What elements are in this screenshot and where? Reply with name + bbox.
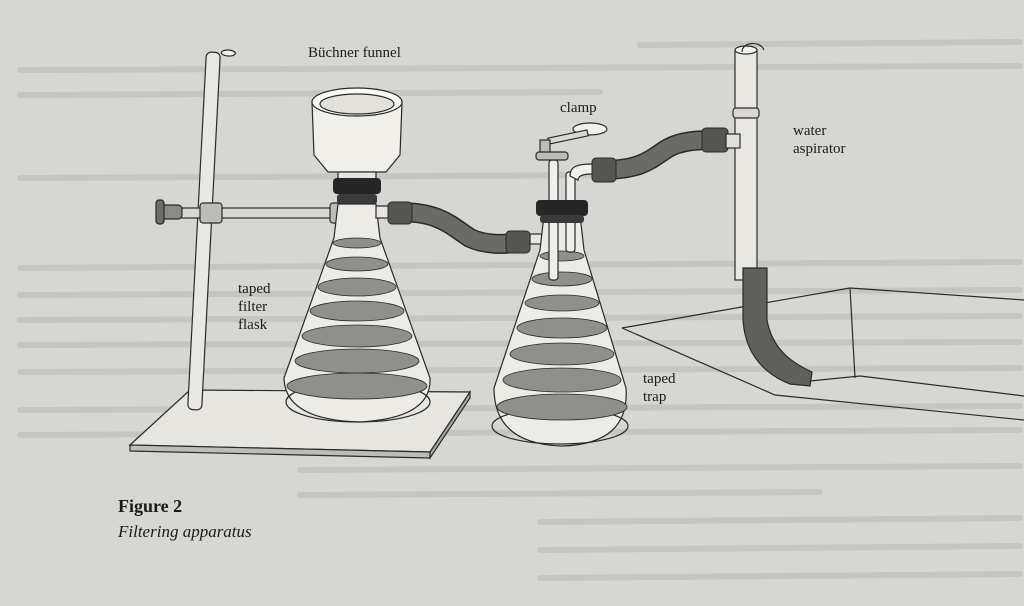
taped-trap-label: taped trap [643,371,676,405]
vacuum-tubing-2 [591,127,729,183]
clamp-arm [155,199,353,225]
clamp-label: clamp [560,100,597,116]
taped-filter-flask-label: taped filter flask [238,281,271,333]
figure-caption: Filtering apparatus [118,522,252,541]
sink [621,287,1024,421]
vacuum-tubing-1 [387,201,531,254]
trap-flask-tape [496,250,628,421]
buchner-funnel-label: Büchner funnel [308,45,401,61]
trap-stopper [536,200,588,223]
ring-stand-rod [187,49,236,411]
water-aspirator [725,42,813,387]
water-aspirator-label: water aspirator [793,123,846,157]
filter-flask-tape [286,237,428,400]
figure-number: Figure 2 [118,496,183,516]
pinch-clamp [535,122,608,161]
flask-stopper [333,178,381,204]
